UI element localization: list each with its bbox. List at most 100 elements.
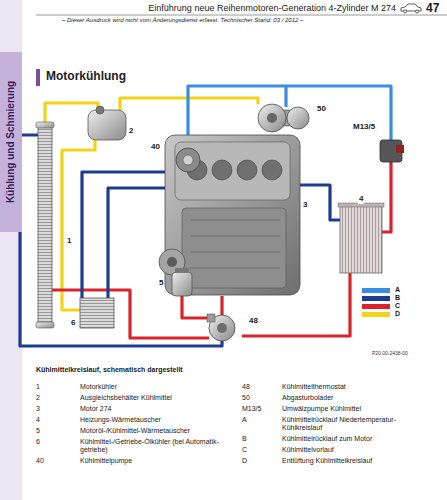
turbocharger (287, 107, 309, 129)
key-number: D (242, 457, 247, 465)
tab-label: Kühlung und Schmierung (5, 81, 17, 203)
legend-letter: D (395, 310, 400, 318)
callout-number: 6 (70, 318, 76, 328)
legend-swatch (362, 304, 390, 309)
radiator (36, 122, 54, 328)
car-icon (416, 10, 419, 13)
key-text: Motor 274 (80, 405, 235, 413)
key-number: A (242, 416, 247, 424)
key-number: 48 (242, 383, 250, 391)
circulation-pump (396, 145, 404, 153)
engine-return-pipe (108, 188, 165, 298)
key-text: Abgasturbolader (282, 394, 437, 402)
thermostat (207, 314, 235, 341)
key-text: Heizungs-Wärmetauscher (80, 416, 235, 424)
coolant-pump (176, 148, 200, 172)
turbocharger (258, 104, 286, 132)
expansion-tank (88, 106, 126, 140)
key-number: 5 (36, 427, 40, 435)
header-rule (36, 15, 447, 16)
key-text: Kühlmittel-/Getriebe-Ölkühler (bei Autom… (80, 438, 235, 455)
legend-swatch (362, 288, 390, 293)
callout-number: 3 (302, 200, 308, 210)
key-number: B (242, 435, 247, 443)
oil-coolant-heat-exchanger (172, 272, 192, 296)
callout-number: 5 (158, 278, 164, 288)
car-icon (404, 10, 407, 13)
low-temp-return-pipe (284, 86, 287, 107)
turbocharger (258, 104, 309, 132)
engine-return-pipe (82, 172, 165, 298)
key-number: C (242, 446, 247, 454)
transmission-oil-cooler (80, 298, 114, 328)
heater-core (338, 203, 384, 207)
legend-letter: A (395, 286, 400, 294)
engine (165, 135, 300, 295)
callout-number: 1 (66, 236, 72, 246)
key-text: Motorkühler (80, 383, 235, 391)
engine (159, 135, 300, 295)
key-text: Umwälzpumpe Kühlmittel (282, 405, 437, 413)
coolant-pump (176, 148, 200, 172)
legend-swatch (362, 312, 390, 317)
coolant-feed-pipe (220, 296, 223, 315)
figure-code: P20.00-2438-00 (372, 350, 408, 356)
section-heading: Motorkühlung (46, 69, 126, 83)
key-text: Kühlmittelthermostat (282, 383, 437, 391)
engine-return-pipe (20, 135, 340, 346)
oil-coolant-heat-exchanger (175, 268, 189, 273)
key-text: Kühlmittelvorlauf (282, 446, 437, 454)
engine (237, 160, 257, 180)
engine (262, 160, 282, 180)
engine-return-pipe (300, 185, 340, 220)
legend-letter: B (395, 294, 400, 302)
engine (175, 142, 290, 200)
key-text: Entlüftung Kühlmittelkreislauf (282, 457, 437, 465)
heater-core (338, 203, 384, 273)
callout-number: 48 (248, 316, 259, 326)
engine (190, 220, 280, 268)
expansion-tank (88, 110, 126, 140)
coolant-pipes (20, 86, 391, 346)
key-text: Motoröl-/Kühlmittel-Wärmetauscher (80, 427, 235, 435)
key-number: 3 (36, 405, 40, 413)
figure-caption: Kühlmittelkreislauf, schematisch dargest… (36, 366, 183, 374)
legend-letter: C (395, 302, 400, 310)
heater-core (340, 205, 382, 273)
key-number: 40 (36, 457, 44, 465)
key-number: 1 (36, 383, 40, 391)
radiator (36, 322, 54, 328)
running-header: Einführung neue Reihenmotoren-Generation… (148, 3, 396, 14)
radiator (38, 126, 52, 324)
legend-swatch (362, 296, 390, 301)
radiator (36, 122, 54, 128)
callout-number: 2 (128, 126, 134, 136)
revision-note: – Dieser Ausdruck wird nicht vom Änderun… (62, 17, 303, 24)
key-number: 50 (242, 394, 250, 402)
key-number: 6 (36, 438, 40, 446)
callout-number: M13/5 (352, 122, 376, 132)
transmission-oil-cooler (80, 298, 114, 328)
coolant-pump (183, 155, 193, 165)
section-tab: Kühlung und Schmierung (0, 52, 22, 232)
vent-pipe (62, 140, 95, 310)
callout-number: 40 (150, 142, 161, 152)
car-icon (401, 4, 421, 13)
key-text: Kühlmittelrücklauf zum Motor (282, 435, 437, 443)
key-text: Kühlmittelpumpe (80, 457, 235, 465)
thermostat (217, 323, 227, 333)
heading-bar (36, 69, 40, 86)
expansion-tank (96, 106, 104, 114)
engine (167, 257, 177, 267)
circulation-pump (380, 140, 404, 162)
key-text: Kühlmittelrücklauf Niedertemperatur- Küh… (282, 416, 437, 433)
key-number: 4 (36, 416, 40, 424)
key-number: 2 (36, 394, 40, 402)
key-number: M13/5 (242, 405, 261, 413)
oil-coolant-heat-exchanger (172, 268, 192, 296)
engine (182, 208, 286, 288)
callout-number: 50 (316, 104, 327, 114)
coolant-feed-pipe (182, 296, 209, 318)
key-text: Ausgleichsbehälter Kühlmittel (80, 394, 235, 402)
